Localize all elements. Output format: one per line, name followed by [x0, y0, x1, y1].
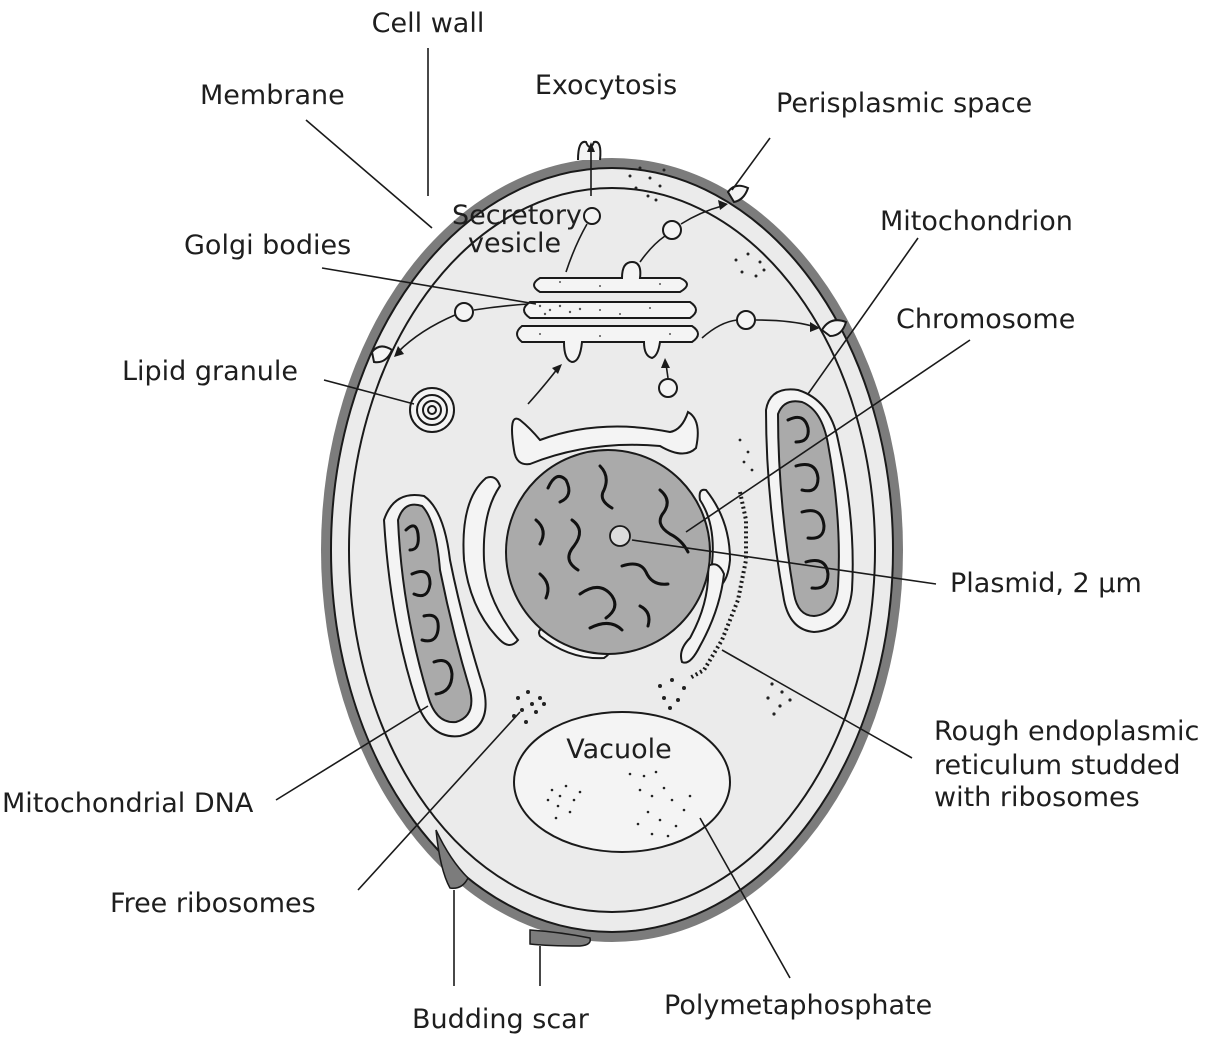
mitochondrion-right	[764, 388, 854, 634]
golgi-bodies	[516, 260, 699, 364]
leader-lines	[275, 48, 971, 986]
label-cell-wall: Cell wall	[372, 8, 485, 39]
vacuole	[513, 711, 731, 853]
endoplasmic-reticulum	[462, 410, 748, 680]
label-chromosome: Chromosome	[896, 304, 1075, 335]
label-golgi-bodies: Golgi bodies	[184, 230, 351, 261]
label-secretory-vesicle-line2: vesicle	[468, 228, 561, 259]
label-exocytosis: Exocytosis	[535, 70, 677, 101]
label-membrane: Membrane	[200, 80, 345, 111]
label-rough-er-line1: Rough endoplasmic	[934, 716, 1199, 747]
label-polymetaphosphate: Polymetaphosphate	[664, 990, 932, 1021]
lipid-granule	[409, 387, 455, 433]
label-lipid-granule: Lipid granule	[122, 356, 298, 387]
label-rough-er-line3: with ribosomes	[934, 782, 1140, 813]
label-mitochondrial-dna: Mitochondrial DNA	[2, 788, 254, 819]
chromosomes	[534, 464, 690, 632]
secretory-vesicles	[394, 200, 820, 405]
label-rough-er-line2: reticulum studded	[934, 750, 1180, 781]
label-secretory-vesicle: Secretory	[452, 200, 582, 231]
mitochondrion-left	[382, 494, 487, 738]
label-periplasmic-space: Perisplasmic space	[776, 88, 1032, 119]
budding-scars	[435, 829, 592, 947]
label-plasmid: Plasmid, 2 μm	[950, 568, 1142, 599]
label-vacuole: Vacuole	[566, 734, 672, 765]
polymetaphosphate-granules	[546, 770, 692, 838]
label-free-ribosomes: Free ribosomes	[110, 888, 316, 919]
nucleus	[505, 449, 711, 655]
exocytosis-site	[577, 140, 602, 196]
periplasmic-pocket	[370, 184, 848, 364]
label-budding-scar: Budding scar	[412, 1004, 590, 1035]
free-ribosomes	[512, 166, 792, 724]
label-mitochondrion: Mitochondrion	[880, 206, 1073, 237]
labels: Cell wall Membrane Exocytosis Perisplasm…	[2, 8, 1199, 1035]
